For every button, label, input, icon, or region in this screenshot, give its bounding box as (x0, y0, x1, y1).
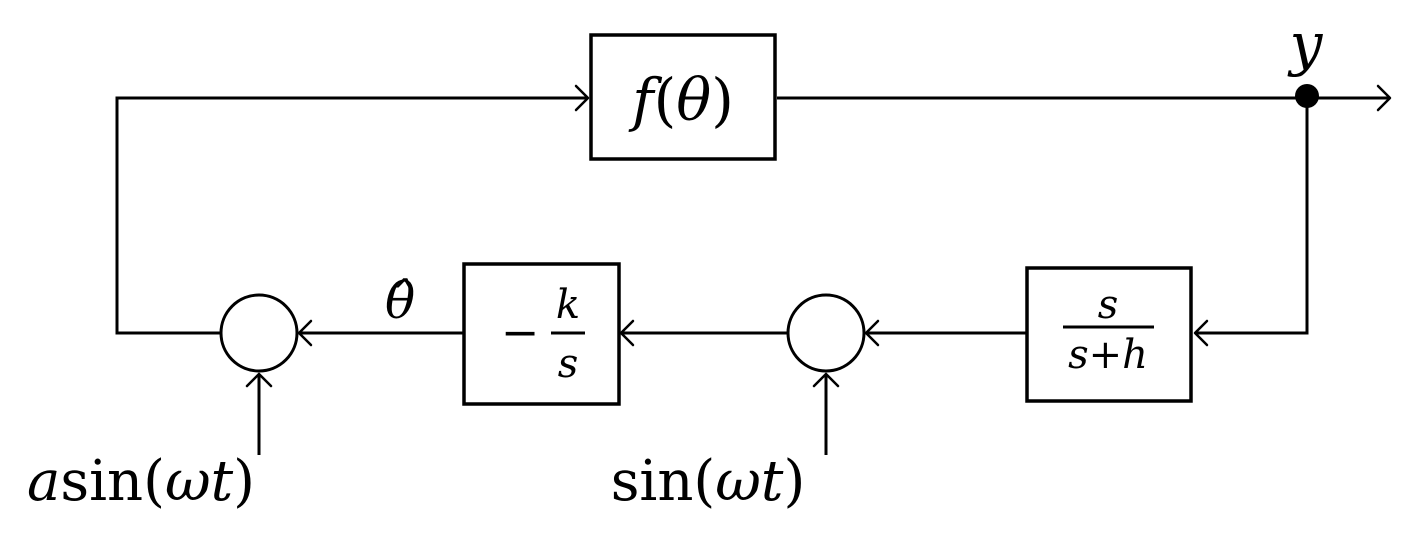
plant-open-paren: ( (654, 66, 677, 134)
arrow-head-sum-input (297, 319, 313, 347)
highpass-denominator-h: h (1122, 332, 1148, 378)
highpass-denominator-plus: + (1089, 332, 1123, 378)
integrator-numerator: k (556, 282, 580, 328)
demodulation-junction (786, 293, 866, 373)
plant-argument: θ (676, 66, 711, 134)
arrow-head-demod-input (864, 319, 880, 347)
demodulation-close-paren: ) (783, 449, 805, 514)
perturbation-function: sin (60, 449, 143, 514)
highpass-denominator: s+h (1068, 332, 1148, 378)
estimate-signal-label: θ̂ (385, 272, 415, 330)
wire-feedback-to-plant (115, 96, 588, 335)
highpass-numerator: s (1098, 282, 1119, 328)
plant-block (589, 33, 777, 161)
demodulation-argument: ωt (715, 449, 784, 514)
integrator-sign: − (501, 305, 540, 359)
perturbation-amplitude: a (27, 449, 60, 514)
output-signal-label: y (1287, 10, 1324, 78)
highpass-denominator-s: s (1068, 332, 1089, 378)
integrator-block (462, 262, 621, 406)
arrow-head-demodulation-input (812, 372, 840, 388)
plant-close-paren: ) (711, 66, 734, 134)
perturbation-close-paren: ) (233, 449, 255, 514)
perturbation-signal-label: asin(ωt) (27, 449, 255, 514)
demodulation-signal-label: sin(ωt) (611, 449, 806, 514)
perturbation-open-paren: ( (143, 449, 165, 514)
arrow-head-highpass-input (1193, 319, 1209, 347)
arrow-head-output (1376, 84, 1392, 112)
wire-output-to-highpass (1195, 98, 1309, 335)
integrator-denominator: s (558, 341, 579, 387)
arrow-head-plant-input (574, 84, 590, 112)
output-junction-dot (1295, 84, 1319, 108)
plant-label: f(θ) (628, 66, 734, 134)
highpass-block (1025, 266, 1193, 403)
perturbation-argument: ωt (165, 449, 234, 514)
demodulation-function: sin (611, 449, 694, 514)
demodulation-open-paren: ( (693, 449, 715, 514)
arrow-head-integrator-input (619, 319, 635, 347)
perturbation-summing-junction (219, 293, 299, 373)
arrow-head-perturbation-input (245, 372, 273, 388)
